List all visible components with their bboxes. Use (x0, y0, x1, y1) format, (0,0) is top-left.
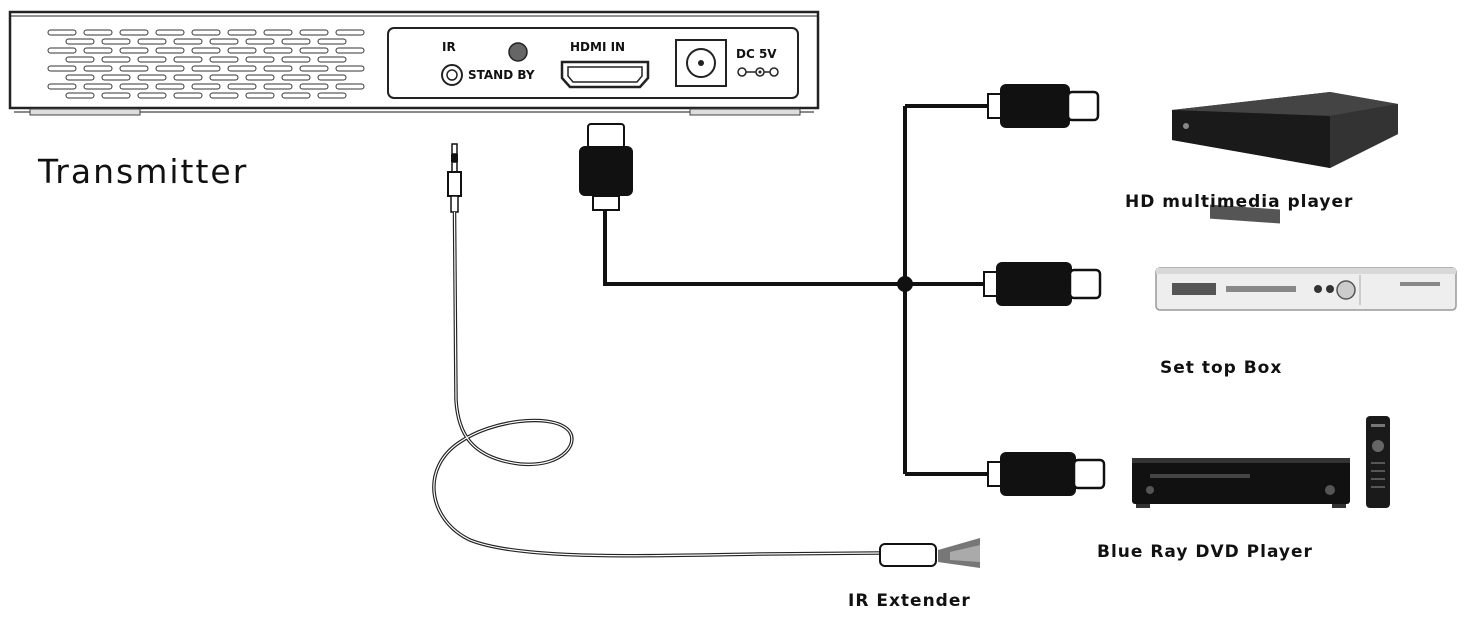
polarity-icon (737, 67, 779, 77)
hdmi-splitter-cable (603, 104, 988, 476)
set-top-box-image (1155, 267, 1457, 311)
vent-slot (155, 47, 185, 54)
vent-slot (263, 29, 293, 36)
ir-port-label: IR (442, 40, 456, 54)
vent-slot (47, 29, 77, 36)
vent-slot (155, 65, 185, 72)
remote-control-image (1366, 416, 1390, 508)
standby-label: STAND BY (468, 68, 535, 82)
vent-slot (65, 92, 95, 99)
vent-slot (299, 65, 329, 72)
vent-slot (227, 83, 257, 90)
vent-slot (65, 74, 95, 81)
vent-slot (47, 83, 77, 90)
ir-extender-device (879, 538, 980, 568)
vent-slot (263, 65, 293, 72)
vent-slot (227, 29, 257, 36)
vent-slot (335, 65, 365, 72)
vent-slot (317, 56, 347, 63)
vent-slot (281, 38, 311, 45)
vent-slot (335, 47, 365, 54)
hdmi-plug-1 (987, 84, 1100, 128)
vent-slot (263, 83, 293, 90)
vent-slot (227, 47, 257, 54)
vent-slot (155, 83, 185, 90)
transmitter-device: IR STAND BY HDMI IN DC 5V (8, 10, 820, 116)
set-top-box-label: Set top Box (1160, 358, 1283, 378)
vent-slot (173, 92, 203, 99)
splitter-junction (897, 276, 913, 292)
vent-slot (299, 83, 329, 90)
ir-cable (432, 211, 881, 558)
vent-slot (263, 47, 293, 54)
vent-slot (281, 74, 311, 81)
vent-slot (83, 83, 113, 90)
vent-slot (173, 56, 203, 63)
vent-slot (101, 56, 131, 63)
vent-slot (101, 92, 131, 99)
hdmi-plug-2 (983, 262, 1102, 306)
vent-slot (317, 74, 347, 81)
vent-grille (47, 29, 365, 99)
hdmi-in-label: HDMI IN (570, 40, 625, 54)
vent-slot (245, 74, 275, 81)
vent-slot (317, 92, 347, 99)
vent-slot (245, 56, 275, 63)
vent-slot (335, 29, 365, 36)
vent-slot (299, 47, 329, 54)
vent-slot (209, 56, 239, 63)
dc-label: DC 5V (736, 47, 777, 61)
bluray-label: Blue Ray DVD Player (1097, 542, 1313, 562)
vent-slot (137, 56, 167, 63)
hd-player-label: HD multimedia player (1125, 192, 1354, 212)
vent-slot (119, 83, 149, 90)
vent-slot (191, 47, 221, 54)
vent-slot (191, 65, 221, 72)
vent-slot (101, 74, 131, 81)
vent-slot (137, 38, 167, 45)
vent-slot (209, 92, 239, 99)
hdmi-plug-transmitter (579, 123, 633, 211)
vent-slot (173, 38, 203, 45)
vent-slot (245, 92, 275, 99)
vent-slot (191, 29, 221, 36)
vent-slot (317, 38, 347, 45)
vent-slot (173, 74, 203, 81)
vent-slot (137, 92, 167, 99)
vent-slot (209, 74, 239, 81)
vent-slot (119, 65, 149, 72)
vent-slot (137, 74, 167, 81)
vent-slot (209, 38, 239, 45)
vent-slot (65, 56, 95, 63)
hd-multimedia-player-image (1172, 92, 1398, 224)
vent-slot (65, 38, 95, 45)
vent-slot (281, 92, 311, 99)
vent-slot (245, 38, 275, 45)
vent-slot (101, 38, 131, 45)
hdmi-in-port (560, 60, 650, 89)
vent-slot (191, 83, 221, 90)
transmitter-title: Transmitter (38, 152, 249, 191)
vent-slot (47, 65, 77, 72)
ir-extender-label: IR Extender (848, 591, 971, 611)
vent-slot (227, 65, 257, 72)
vent-slot (155, 29, 185, 36)
vent-slot (281, 56, 311, 63)
standby-led (508, 42, 528, 62)
bluray-player-image (1132, 458, 1350, 508)
port-panel: IR STAND BY HDMI IN DC 5V (387, 27, 799, 99)
vent-slot (83, 65, 113, 72)
vent-slot (299, 29, 329, 36)
vent-slot (83, 47, 113, 54)
vent-slot (47, 47, 77, 54)
vent-slot (119, 47, 149, 54)
vent-slot (83, 29, 113, 36)
vent-slot (119, 29, 149, 36)
ir-jack-plug (447, 143, 462, 213)
vent-slot (335, 83, 365, 90)
hdmi-plug-3 (987, 452, 1106, 496)
